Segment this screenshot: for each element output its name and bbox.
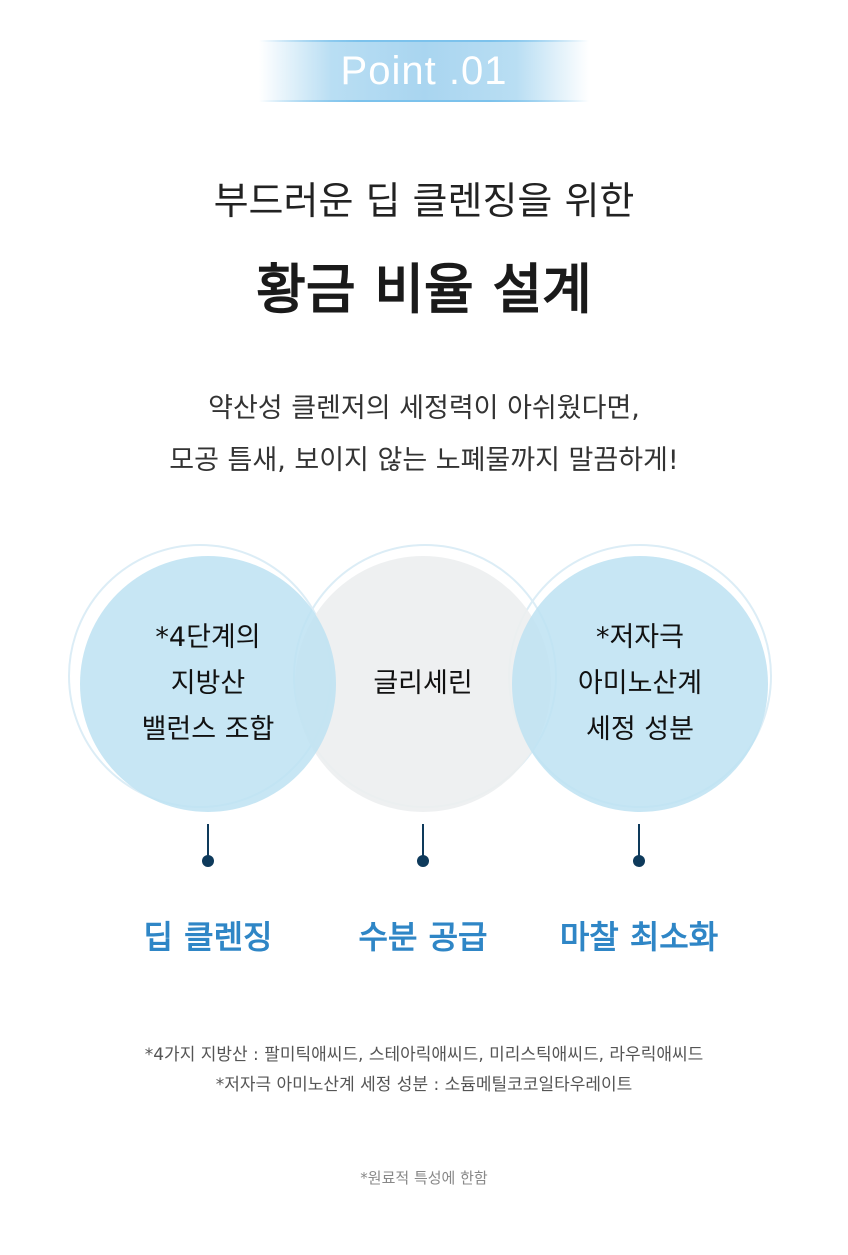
circle-glycerin-line-1: 글리세린 — [373, 668, 473, 699]
connector-stem-center — [422, 824, 424, 860]
point-badge: Point .01 — [259, 40, 589, 102]
connector-stem-right — [638, 824, 640, 860]
footnote-disclaimer: *원료적 특성에 한함 — [360, 1169, 488, 1187]
description-line-1: 약산성 클렌저의 세정력이 아쉬웠다면, — [208, 393, 640, 424]
footnote-fatty-acids: *4가지 지방산 : 팔미틱애씨드, 스테아릭애씨드, 미리스틱애씨드, 라우릭… — [144, 1045, 704, 1065]
benefit-friction: 마찰 최소화 — [559, 918, 719, 956]
footnote-amino-acid: *저자극 아미노산계 세정 성분 : 소듐메틸코코일타우레이트 — [215, 1075, 633, 1095]
benefit-moisture: 수분 공급 — [358, 918, 488, 956]
circle-amino-acid-line-3: 세정 성분 — [586, 714, 694, 745]
connector-dot-left — [202, 855, 214, 867]
connector-dot-right — [633, 855, 645, 867]
point-label: Point .01 — [340, 48, 508, 93]
heading-subtitle: 부드러운 딥 클렌징을 위한 — [213, 179, 635, 223]
circle-fatty-acid-text: *4단계의 지방산 밸런스 조합 — [142, 615, 275, 753]
connector-dot-center — [417, 855, 429, 867]
circle-fatty-acid: *4단계의 지방산 밸런스 조합 — [80, 556, 336, 812]
circle-amino-acid-text: *저자극 아미노산계 세정 성분 — [578, 615, 702, 753]
heading-title: 황금 비율 설계 — [256, 258, 592, 321]
circle-amino-acid-line-1: *저자극 — [595, 622, 684, 653]
description-line-2: 모공 틈새, 보이지 않는 노폐물까지 말끔하게! — [169, 445, 679, 476]
circle-glycerin: 글리세린 — [295, 556, 551, 812]
circle-amino-acid: *저자극 아미노산계 세정 성분 — [512, 556, 768, 812]
circle-fatty-acid-line-3: 밸런스 조합 — [141, 714, 275, 745]
circle-fatty-acid-line-2: 지방산 — [170, 668, 246, 699]
benefit-deep-cleansing: 딥 클렌징 — [143, 918, 273, 956]
connector-stem-left — [207, 824, 209, 860]
circle-amino-acid-line-2: 아미노산계 — [577, 668, 703, 699]
circle-glycerin-text: 글리세린 — [373, 661, 472, 707]
circle-fatty-acid-line-1: *4단계의 — [155, 622, 261, 653]
